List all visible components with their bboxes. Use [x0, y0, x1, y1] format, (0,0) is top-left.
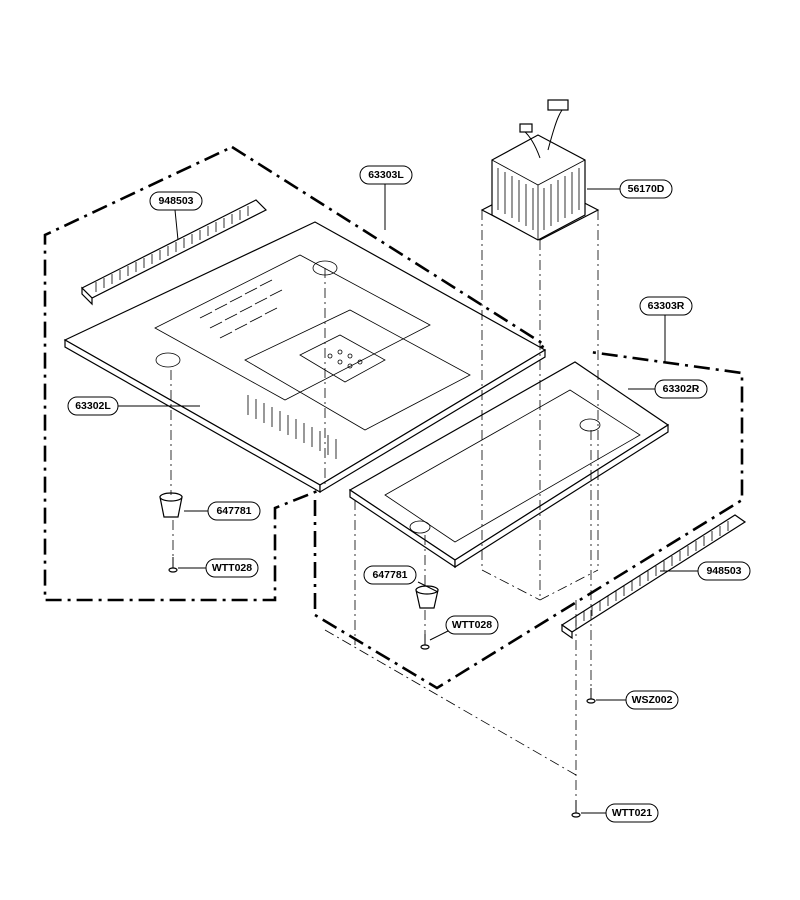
callout-wtt028-left: WTT028: [205, 558, 259, 578]
callout-63302r: 63302R: [654, 379, 708, 399]
insulator-strip-left: [80, 199, 268, 306]
callout-56170d-text: 56170D: [628, 183, 665, 195]
screw-transformer: [586, 688, 596, 704]
callout-leaders: [118, 182, 698, 814]
callout-948503-left: 948503: [149, 191, 203, 211]
callout-wsz002-text: WSZ002: [632, 694, 673, 706]
callout-63302l-text: 63302L: [75, 400, 111, 412]
base-plate-left: [63, 221, 547, 494]
callout-948503-left-text: 948503: [158, 195, 193, 207]
transformer: [480, 99, 600, 241]
callout-63303r: 63303R: [639, 296, 693, 316]
foot-right: [415, 585, 439, 609]
callout-63303l-text: 63303L: [368, 169, 404, 181]
screw-left: [168, 557, 178, 573]
callout-wsz002: WSZ002: [625, 690, 679, 710]
insulator-strip-right: [560, 514, 747, 640]
callout-948503-right-text: 948503: [706, 565, 741, 577]
callout-wtt028-right-text: WTT028: [452, 619, 492, 631]
callout-63302r-text: 63302R: [663, 383, 700, 395]
callout-63303r-text: 63303R: [648, 300, 685, 312]
callout-63303l: 63303L: [359, 165, 413, 185]
callout-948503-right: 948503: [697, 561, 751, 581]
foot-left: [159, 492, 183, 518]
screw-right: [420, 634, 430, 650]
screw-bottom: [571, 800, 581, 818]
assembly-centre-lines: [170, 210, 599, 800]
callout-647781-left-text: 647781: [216, 505, 251, 517]
callout-56170d: 56170D: [619, 179, 673, 199]
callout-wtt021: WTT021: [605, 803, 659, 823]
callout-wtt021-text: WTT021: [612, 807, 652, 819]
base-plate-right: [348, 361, 670, 569]
callout-647781-right-text: 647781: [372, 569, 407, 581]
outline-right-frame: [313, 350, 744, 690]
callout-647781-right: 647781: [363, 565, 417, 585]
callout-wtt028-left-text: WTT028: [212, 562, 252, 574]
callout-wtt028-right: WTT028: [445, 615, 499, 635]
callout-647781-left: 647781: [207, 501, 261, 521]
callout-63302l: 63302L: [67, 396, 119, 416]
